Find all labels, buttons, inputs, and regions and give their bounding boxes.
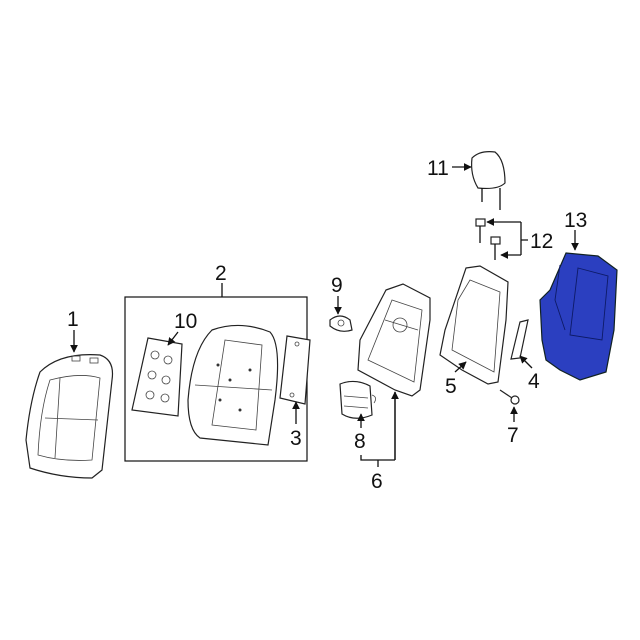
callout-12: 12 xyxy=(530,230,553,253)
leader-lines xyxy=(70,163,579,467)
callout-4: 4 xyxy=(528,370,540,393)
callout-2: 2 xyxy=(215,262,227,285)
callout-9: 9 xyxy=(331,274,343,297)
part-2-seat-back-pad[interactable] xyxy=(187,324,279,446)
callout-10: 10 xyxy=(174,310,197,333)
part-1-seat-back-cover[interactable] xyxy=(25,354,114,479)
part-3-pad-insert[interactable] xyxy=(279,335,311,405)
callout-13: 13 xyxy=(564,209,587,232)
part-6-frame[interactable] xyxy=(357,283,431,397)
part-12-headrest-guides[interactable] xyxy=(475,218,501,260)
callout-3: 3 xyxy=(290,427,302,450)
part-11-headrest[interactable] xyxy=(471,151,506,210)
callout-8: 8 xyxy=(354,430,366,453)
callout-6: 6 xyxy=(371,470,383,493)
part-10-heater-element[interactable] xyxy=(131,337,183,417)
part-13-back-panel[interactable] xyxy=(539,252,618,381)
part-5-frame[interactable] xyxy=(439,265,509,385)
part-7-bolt[interactable] xyxy=(499,389,520,405)
part-8-lumbar[interactable] xyxy=(339,380,376,419)
part-4-trim-strip[interactable] xyxy=(510,319,529,360)
callout-7: 7 xyxy=(507,424,519,447)
callout-1: 1 xyxy=(67,308,79,331)
part-9-knob[interactable] xyxy=(329,315,353,332)
callout-11: 11 xyxy=(427,157,449,180)
callout-5: 5 xyxy=(445,375,457,398)
